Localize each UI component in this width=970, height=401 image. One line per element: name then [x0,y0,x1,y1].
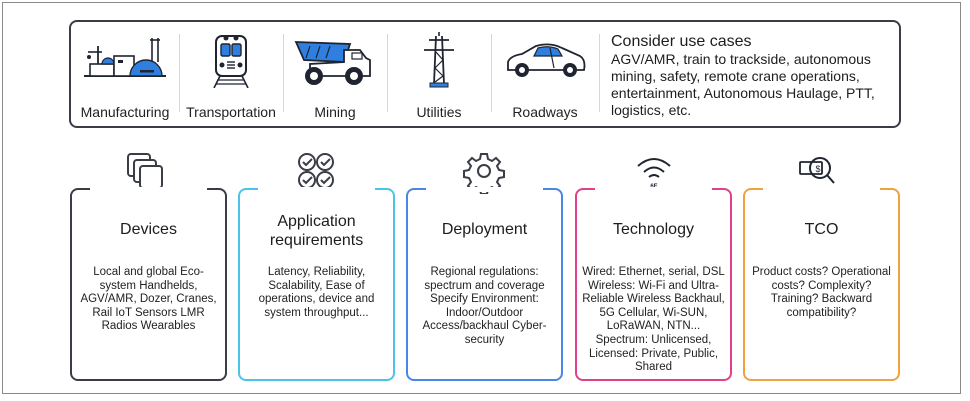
use-case-label: Manufacturing [80,104,170,120]
card-tco: TCO Product costs? Operational costs? Co… [743,187,900,381]
card-devices: Devices Local and global Eco-system Hand… [70,187,227,381]
money-search-icon: $ [799,157,835,184]
use-cases-panel: Manufacturing Transportation [69,20,901,128]
card-body: Regional regulations: spectrum and cover… [422,266,547,346]
use-case-label: Roadways [512,104,578,120]
card-technology: Technology Wired: Ethernet, serial, DSL … [575,187,732,381]
train-icon [213,35,249,88]
divider [387,34,388,112]
consider-text: AGV/AMR, train to trackside, autonomous … [611,51,875,118]
card-title: TCO [804,221,839,238]
dump-truck-icon [294,41,371,85]
use-case-label: Utilities [416,104,462,120]
card-title: Technology [613,221,694,238]
gear-icon [463,153,505,194]
divider [283,34,284,112]
consider-title: Consider use cases [611,33,752,50]
use-case-manufacturing: Manufacturing [73,22,177,126]
checklist-icon [298,153,334,189]
use-case-transportation: Transportation [181,22,281,126]
card-title: Application requirements [269,213,364,249]
card-deployment: Deployment Regional regulations: spectru… [406,187,563,381]
use-case-utilities: Utilities [389,22,489,126]
card-body: Latency, Reliability, Scalability, Ease … [258,266,375,319]
use-case-mining: Mining [285,22,385,126]
power-tower-icon [424,32,454,88]
diagram-frame [2,2,961,394]
card-application-requirements: Application requirements Latency, Reliab… [238,187,395,381]
divider [599,34,600,112]
card-body: Product costs? Operational costs? Comple… [752,266,891,319]
use-case-label: Mining [314,104,356,120]
card-body: Local and global Eco-system Handhelds, A… [80,266,217,333]
use-case-roadways: Roadways [493,22,597,126]
consider-use-cases: Consider use cases AGV/AMR, train to tra… [611,32,901,119]
card-body: Wired: Ethernet, serial, DSL Wireless: W… [582,266,725,374]
factory-icon [84,38,166,77]
car-icon [507,43,586,77]
card-title: Deployment [441,221,528,238]
divider [179,34,180,112]
card-title: Devices [120,221,177,238]
divider [491,34,492,112]
use-case-label: Transportation [186,104,276,120]
svg-text:$: $ [815,164,820,174]
